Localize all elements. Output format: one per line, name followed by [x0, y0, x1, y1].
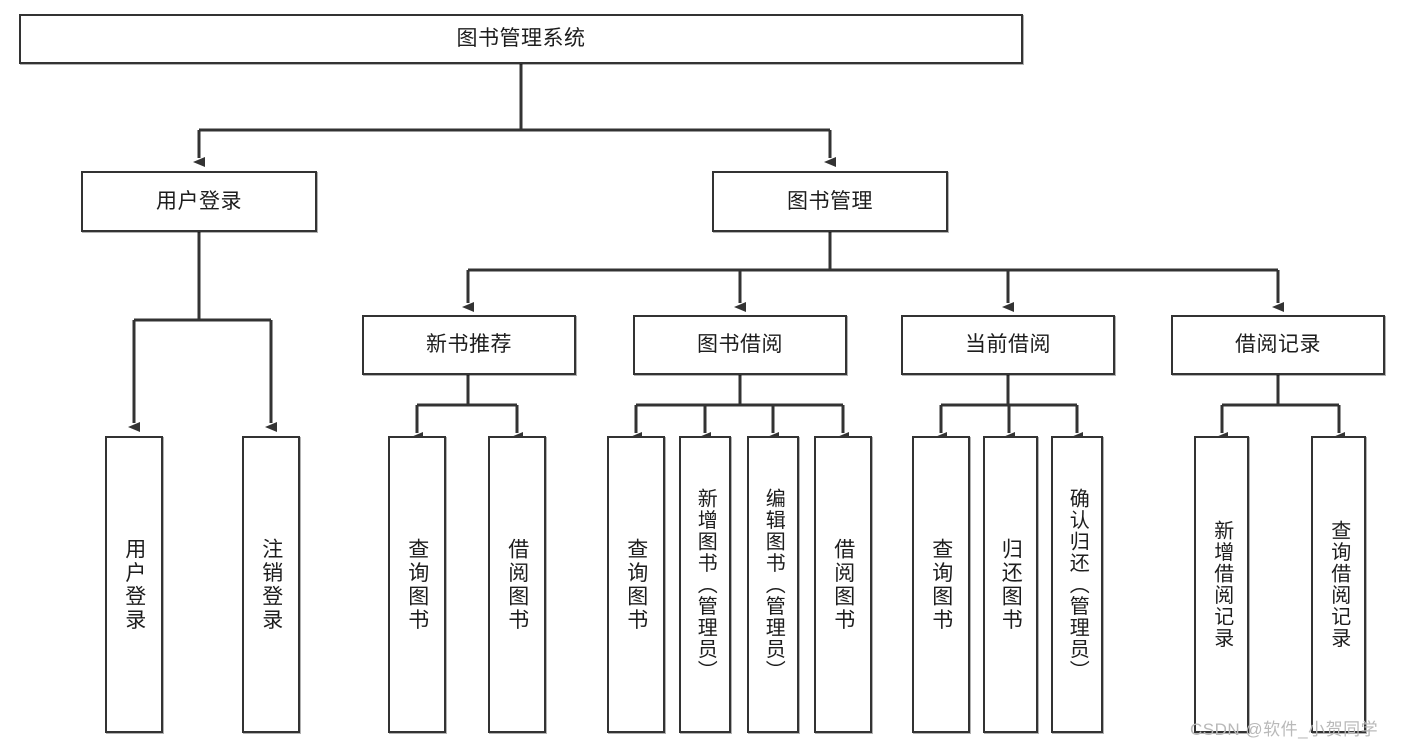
leaf-records-query-record[interactable]: 查询借阅记录	[1311, 436, 1366, 733]
leaf-current-query-book[interactable]: 查询图书	[912, 436, 970, 733]
leaf-records-add-record[interactable]: 新增借阅记录	[1194, 436, 1249, 733]
node-book-management[interactable]: 图书管理	[712, 171, 948, 232]
leaf-borrow-borrow-book[interactable]: 借阅图书	[814, 436, 872, 733]
leaf-new-book-borrow-label: 借阅图书	[505, 537, 529, 632]
leaf-user-login-signout[interactable]: 注销登录	[242, 436, 300, 733]
leaf-borrow-add-book-admin-label: 新增图书（管理员）	[694, 487, 717, 682]
leaf-user-login-signin[interactable]: 用户登录	[105, 436, 163, 733]
node-user-login-label: 用户登录	[156, 189, 242, 213]
leaf-current-confirm-return-admin-label: 确认归还（管理员）	[1066, 487, 1089, 682]
leaf-records-add-record-label: 新增借阅记录	[1210, 520, 1233, 649]
node-root[interactable]: 图书管理系统	[19, 14, 1023, 64]
node-borrow-records-label: 借阅记录	[1235, 333, 1321, 357]
leaf-new-book-borrow[interactable]: 借阅图书	[488, 436, 546, 733]
node-new-book-recommend-label: 新书推荐	[426, 333, 512, 357]
leaf-new-book-query[interactable]: 查询图书	[388, 436, 446, 733]
node-book-borrow-label: 图书借阅	[697, 333, 783, 357]
leaf-borrow-add-book-admin[interactable]: 新增图书（管理员）	[679, 436, 731, 733]
leaf-current-return-book[interactable]: 归还图书	[983, 436, 1038, 733]
node-book-borrow[interactable]: 图书借阅	[633, 315, 847, 375]
leaf-user-login-signout-label: 注销登录	[259, 537, 283, 632]
leaf-user-login-signin-label: 用户登录	[122, 537, 146, 632]
leaf-borrow-query-book-label: 查询图书	[624, 537, 648, 632]
node-book-management-label: 图书管理	[787, 189, 873, 213]
node-user-login[interactable]: 用户登录	[81, 171, 317, 232]
leaf-borrow-borrow-book-label: 借阅图书	[831, 537, 855, 632]
leaf-current-return-book-label: 归还图书	[999, 537, 1023, 632]
leaf-records-query-record-label: 查询借阅记录	[1327, 520, 1350, 649]
node-root-label: 图书管理系统	[456, 27, 586, 51]
leaf-borrow-edit-book-admin-label: 编辑图书（管理员）	[762, 487, 785, 682]
node-current-borrow-label: 当前借阅	[965, 333, 1051, 357]
leaf-current-query-book-label: 查询图书	[929, 537, 953, 632]
leaf-current-confirm-return-admin[interactable]: 确认归还（管理员）	[1051, 436, 1103, 733]
node-new-book-recommend[interactable]: 新书推荐	[362, 315, 576, 375]
node-current-borrow[interactable]: 当前借阅	[901, 315, 1115, 375]
leaf-new-book-query-label: 查询图书	[405, 537, 429, 632]
csdn-watermark: CSDN @软件_小贺同学	[1190, 720, 1379, 739]
leaf-borrow-query-book[interactable]: 查询图书	[607, 436, 665, 733]
leaf-borrow-edit-book-admin[interactable]: 编辑图书（管理员）	[747, 436, 799, 733]
node-borrow-records[interactable]: 借阅记录	[1171, 315, 1385, 375]
